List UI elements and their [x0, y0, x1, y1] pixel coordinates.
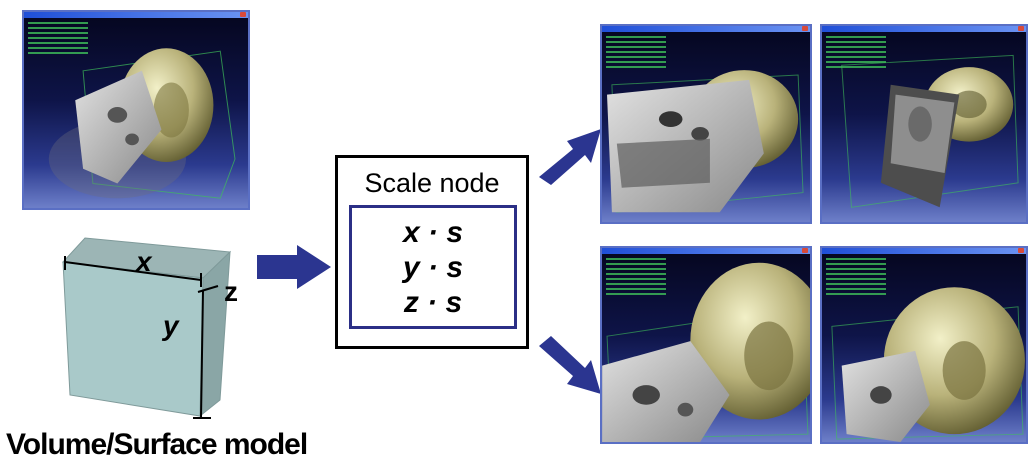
input-render-window: [22, 10, 250, 210]
rendered-model-image: [48, 48, 236, 199]
close-icon: [1018, 26, 1024, 31]
rendered-model-image: [841, 54, 1019, 208]
output-arrow-down: [539, 336, 601, 394]
close-icon: [240, 12, 246, 17]
close-icon: [1018, 248, 1024, 253]
output-render-window-4: [820, 246, 1028, 444]
scale-formula-box: x · s y · s z · s: [349, 205, 517, 329]
scale-node-box: Scale node x · s y · s z · s: [335, 155, 529, 349]
close-icon: [802, 26, 808, 31]
output-render-window-3: [600, 246, 812, 444]
scale-node-title: Scale node: [364, 168, 500, 198]
output-arrow-up: [539, 129, 601, 185]
box-model-diagram: [61, 237, 232, 419]
axis-y-label: y: [163, 310, 179, 341]
axis-z-label: z: [224, 276, 238, 307]
volume-surface-model-label: Volume/Surface model: [6, 428, 308, 461]
rendered-model-image: [831, 287, 1025, 442]
rendered-model-image: [602, 262, 810, 442]
output-render-window-1: [600, 24, 812, 224]
window-info-text: [28, 22, 88, 57]
input-arrow: [257, 245, 331, 289]
formula-x: x · s: [402, 216, 464, 249]
window-titlebar: [24, 12, 248, 18]
close-icon: [802, 248, 808, 253]
axis-x-label: x: [136, 246, 152, 277]
formula-z: z · s: [403, 286, 463, 319]
formula-y: y · s: [402, 251, 464, 284]
output-render-window-2: [820, 24, 1028, 224]
rendered-model-image: [607, 70, 804, 213]
